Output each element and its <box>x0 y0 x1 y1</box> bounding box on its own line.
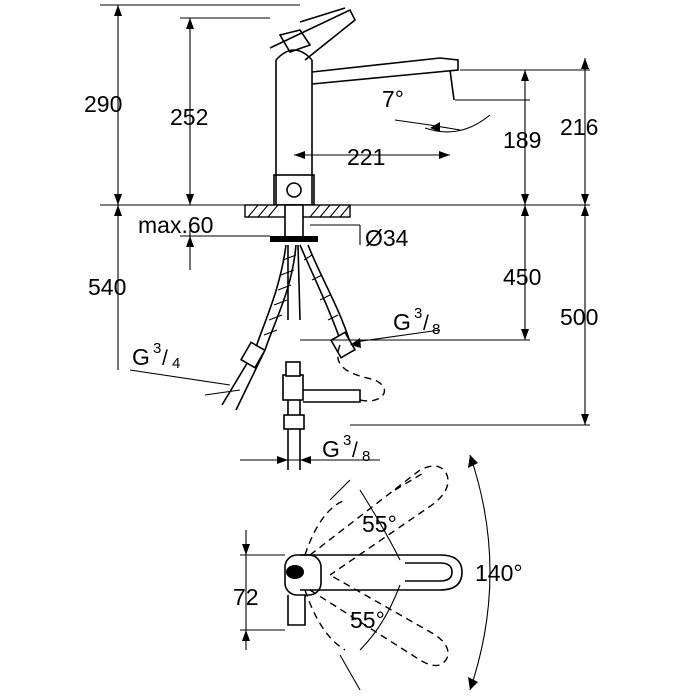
dim-252: 252 <box>170 104 208 130</box>
thread-label-bottom: G 3 / 8 <box>322 432 370 465</box>
countertop-hatching <box>247 204 351 218</box>
mounting-stud <box>284 204 304 238</box>
dim-189: 189 <box>503 127 541 153</box>
tee-valve-cap <box>285 361 301 377</box>
tee-lower <box>283 414 305 430</box>
plan-lever-inner <box>405 562 453 582</box>
base-ring <box>273 174 315 206</box>
svg-text:G: G <box>322 436 340 462</box>
spout <box>311 57 459 85</box>
dim-500: 500 <box>560 304 598 330</box>
dim-55-lower: 55° <box>350 607 385 633</box>
fitting-right <box>329 331 357 359</box>
plan-arc-dashed-up <box>304 499 346 556</box>
svg-text:/: / <box>352 439 358 462</box>
dim-290: 290 <box>84 91 122 117</box>
lever-handle <box>269 8 357 61</box>
tee-down <box>287 400 301 470</box>
tee-valve <box>282 374 304 401</box>
base-ring-hole <box>286 182 302 198</box>
svg-text:G: G <box>393 309 411 335</box>
mounting-plate <box>270 236 318 242</box>
svg-text:G: G <box>132 344 150 370</box>
svg-text:4: 4 <box>172 355 180 372</box>
dim-216: 216 <box>560 114 598 140</box>
plan-spout <box>287 595 306 626</box>
dim-450: 450 <box>503 264 541 290</box>
plan-lever-pivot <box>286 565 304 579</box>
hose-loop-dashed <box>337 344 386 402</box>
faucet-body <box>275 49 313 205</box>
dim-540: 540 <box>88 274 126 300</box>
dim-diameter-34: Ø34 <box>365 225 409 251</box>
svg-text:/: / <box>423 312 429 335</box>
svg-text:8: 8 <box>362 448 370 465</box>
fitting-left <box>239 341 267 369</box>
svg-text:3: 3 <box>153 340 161 357</box>
plan-lever-dashed-up-inner <box>394 471 426 491</box>
hose-right <box>299 244 351 346</box>
hose-hatch <box>263 254 339 336</box>
spout-outlet <box>449 69 455 101</box>
plan-lever <box>300 554 463 591</box>
plan-view: 72 55° 55° 140° <box>233 454 523 691</box>
tee-branch <box>303 389 361 403</box>
thread-label-left: G 3 / 4 <box>132 340 180 372</box>
side-view: 290 252 7° 189 216 221 max.60 Ø34 540 45… <box>84 4 598 470</box>
dim-max60: max.60 <box>138 212 213 238</box>
plan-lever-dashed-up <box>309 465 449 576</box>
plan-lever-dashed-down <box>309 574 449 667</box>
svg-text:/: / <box>162 347 168 370</box>
svg-text:8: 8 <box>432 321 440 338</box>
dim-7-degree: 7° <box>382 86 404 112</box>
dim-221: 221 <box>347 144 385 170</box>
svg-text:3: 3 <box>414 305 422 322</box>
dim-140-degree: 140° <box>475 560 523 586</box>
svg-text:3: 3 <box>343 432 351 449</box>
plan-arc-dashed-down <box>304 589 346 651</box>
lever-handle-tip <box>299 7 346 23</box>
dim-72: 72 <box>233 584 259 610</box>
dim-55-upper: 55° <box>362 511 397 537</box>
thread-label-right: G 3 / 8 <box>393 305 440 338</box>
